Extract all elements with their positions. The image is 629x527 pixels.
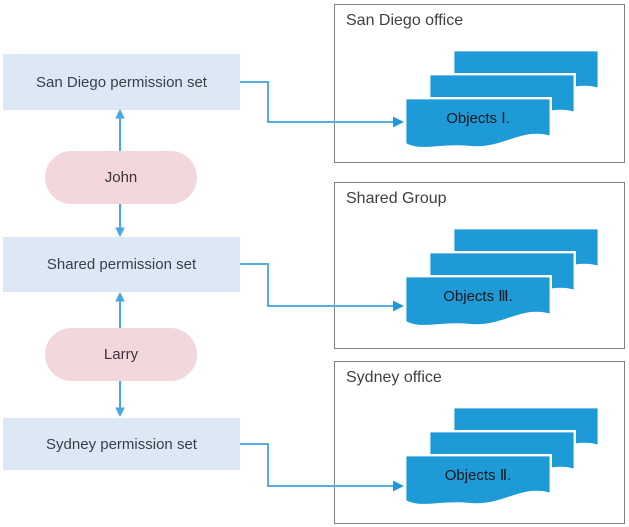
sydney-permission-set-box: Sydney permission set — [3, 418, 240, 470]
group-san-diego-office: San Diego office Objects Ⅰ. — [334, 4, 625, 163]
document-shape-icon — [404, 275, 552, 328]
shared-permission-set-box: Shared permission set — [3, 237, 240, 292]
connector-john-to-sandiego-ps — [115, 109, 125, 151]
user-pill-john: John — [45, 151, 197, 204]
document-shape-icon — [404, 454, 552, 507]
group-title: Shared Group — [346, 190, 447, 207]
document-shape-icon — [404, 97, 552, 150]
permission-set-label: San Diego permission set — [36, 73, 207, 91]
permission-set-label: Shared permission set — [46, 256, 197, 273]
connector-larry-to-shared-ps — [115, 292, 125, 328]
arrow-down-icon — [115, 227, 125, 237]
san-diego-permission-set-box: San Diego permission set — [3, 54, 240, 110]
user-label: John — [104, 169, 138, 186]
arrow-down-icon — [115, 407, 125, 417]
connector-larry-to-sydney-ps — [115, 381, 125, 417]
objects-label: Objects Ⅱ. — [444, 467, 512, 484]
objects-label: Objects Ⅰ. — [446, 110, 510, 127]
user-label: Larry — [103, 346, 139, 363]
objects-label: Objects Ⅲ. — [443, 288, 513, 305]
group-title: Sydney office — [346, 369, 442, 386]
arrow-up-icon — [115, 109, 125, 119]
arrow-up-icon — [115, 292, 125, 302]
group-sydney-office: Sydney office Objects Ⅱ. — [334, 361, 625, 524]
connector-john-to-shared-ps — [115, 204, 125, 237]
group-shared-group: Shared Group Objects Ⅲ. — [334, 182, 625, 349]
user-pill-larry: Larry — [45, 328, 197, 381]
permission-set-label: Sydney permission set — [46, 435, 197, 453]
group-title: San Diego office — [346, 12, 464, 29]
